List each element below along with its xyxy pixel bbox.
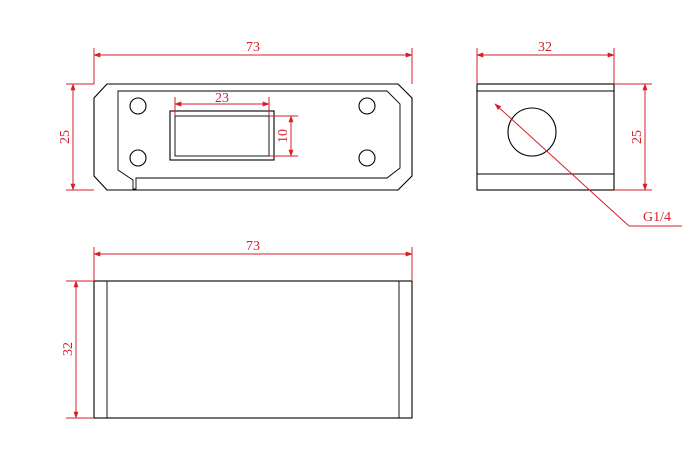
thread-callout-leader: G1/4 xyxy=(494,103,682,227)
slot-width-dimension: 23 xyxy=(174,91,270,116)
bottom-width-dimension: 73 xyxy=(93,239,413,281)
mounting-hole-bottom-left xyxy=(129,149,147,167)
front-width-dimension: 73 xyxy=(93,40,413,84)
side-view-outline xyxy=(476,83,615,191)
mounting-hole-bottom-right xyxy=(358,149,376,167)
side-height-dimension: 25 xyxy=(614,83,652,191)
slot-height-dimension: 10 xyxy=(269,115,298,157)
slot-height-label: 10 xyxy=(276,129,291,143)
mounting-hole-top-right xyxy=(358,97,376,115)
thread-callout-label: G1/4 xyxy=(643,210,671,225)
front-view xyxy=(93,83,413,191)
side-width-label: 32 xyxy=(538,40,552,55)
bottom-width-label: 73 xyxy=(246,239,260,254)
side-width-dimension: 32 xyxy=(476,40,615,84)
slot-outer xyxy=(169,110,275,161)
bottom-view-outline xyxy=(93,280,413,419)
front-height-label: 25 xyxy=(58,130,73,144)
slot-inner xyxy=(174,115,270,157)
bottom-view xyxy=(93,280,413,419)
front-width-label: 73 xyxy=(246,40,260,55)
front-height-dimension: 25 xyxy=(58,83,94,191)
front-view-pocket xyxy=(117,90,401,190)
slot-width-label: 23 xyxy=(215,91,229,106)
side-view xyxy=(476,83,615,191)
bottom-height-label: 32 xyxy=(61,342,76,356)
bottom-height-dimension: 32 xyxy=(61,280,94,419)
g14-port-hole xyxy=(507,107,557,157)
mounting-hole-top-left xyxy=(129,97,147,115)
side-height-label: 25 xyxy=(630,130,645,144)
front-view-outline xyxy=(93,83,413,191)
